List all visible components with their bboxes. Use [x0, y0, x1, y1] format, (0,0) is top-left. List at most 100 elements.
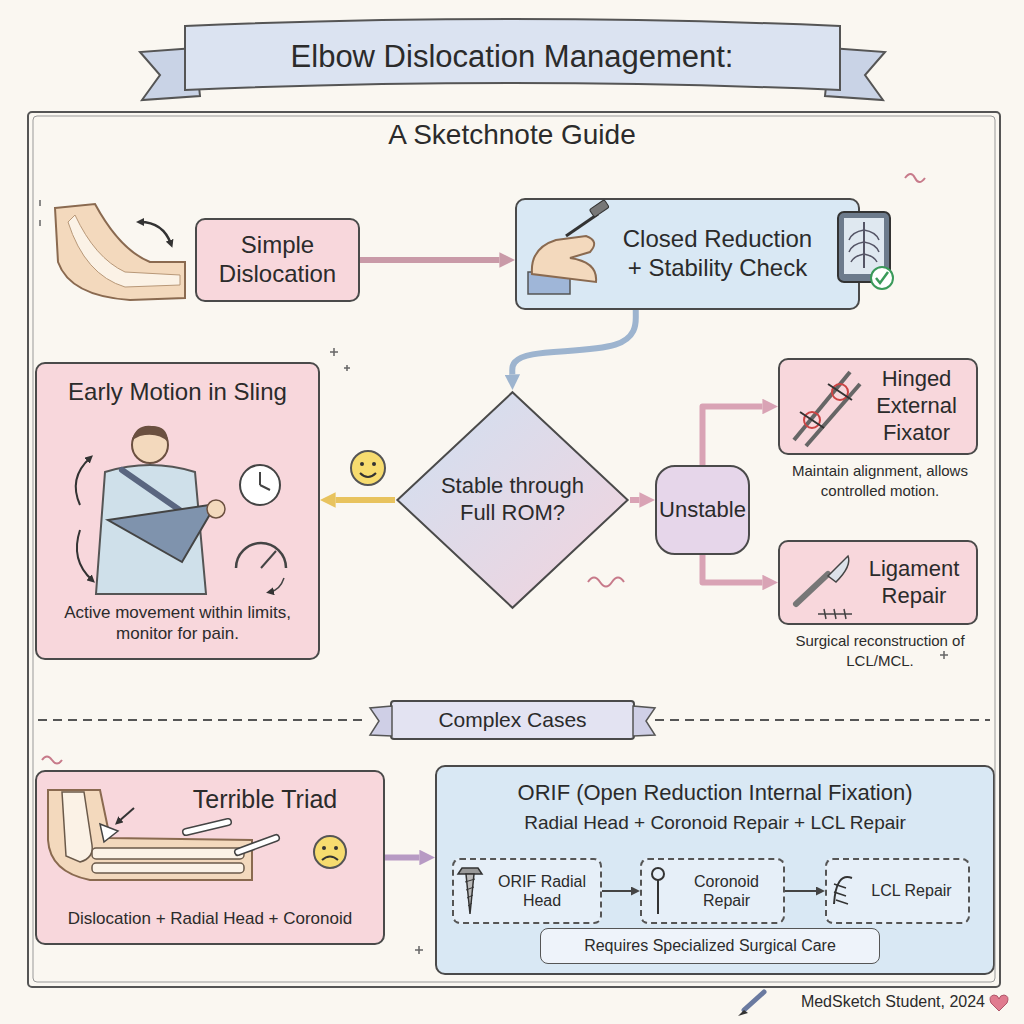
- external-fixator-icon-part: [794, 372, 850, 440]
- diagram-title: Elbow Dislocation Management:: [0, 38, 1024, 75]
- screw-icon-part: [466, 874, 474, 914]
- external-fixator-icon-part: [804, 412, 820, 428]
- smiley-face-part: [372, 462, 376, 466]
- scalpel-icon-part: [818, 609, 852, 619]
- xray-tablet-icon-part: [871, 267, 893, 289]
- pin-icon-part: [657, 880, 659, 914]
- sling-figure: [76, 426, 225, 594]
- triad-elbow-sketch: [48, 790, 252, 880]
- elbow-sketch-part: [140, 222, 171, 244]
- frame-part: [28, 112, 1000, 987]
- triad-elbow-sketch-part: [62, 792, 92, 862]
- scalpel-icon: [796, 556, 852, 619]
- elbow-sketch: [55, 204, 185, 300]
- clock-icon-part: [240, 465, 280, 505]
- screw-icon-part: [458, 868, 482, 874]
- sparkle-marks-part: [940, 651, 948, 659]
- step-box: ORIF Radial Head: [452, 858, 602, 924]
- triad-elbow-sketch-part: [92, 863, 244, 873]
- node-body: Active movement within limits, monitor f…: [51, 602, 304, 645]
- sling-figure-part: [132, 426, 168, 442]
- banner-tails-part: [633, 706, 655, 736]
- suture-icon-part: [834, 884, 848, 904]
- triad-elbow-sketch-part: [92, 848, 244, 859]
- triad-elbow-sketch-part: [118, 808, 134, 822]
- node-heading: Hinged External Fixator: [865, 366, 968, 446]
- xray-tablet-icon-part: [863, 222, 865, 268]
- treatment-box: Ligament RepairSurgical reconstruction o…: [778, 540, 978, 625]
- squiggle-marks: [42, 174, 925, 764]
- node-heading: Stable through Full ROM?: [440, 473, 585, 527]
- squiggle-marks-part: [905, 174, 925, 182]
- pin-icon: [652, 868, 664, 914]
- process-box: Early Motion in SlingActive movement wit…: [35, 362, 320, 660]
- bone-fragment-icons-part: [238, 838, 276, 852]
- suture-icon: [834, 877, 852, 904]
- gauge-icon: [236, 543, 286, 592]
- title-ribbon-part: [140, 48, 200, 100]
- banner-tails-part: [370, 706, 392, 736]
- flow-arrow: [336, 497, 395, 503]
- xray-tablet-icon-part: [849, 230, 879, 262]
- sling-figure-part: [207, 500, 225, 518]
- reduction-hands-icon-part: [566, 214, 598, 236]
- frame-part: [33, 116, 995, 982]
- xray-tablet-icon: [838, 212, 893, 289]
- node-heading: ORIF Radial Head: [490, 872, 594, 910]
- sad-face-part: [322, 857, 338, 861]
- node-heading: Requires Specialized Surgical Care: [584, 936, 836, 955]
- node-heading: Simple Dislocation: [205, 231, 350, 289]
- reduction-hands-icon: [528, 200, 609, 294]
- smiley-face-part: [360, 462, 364, 466]
- clock-icon: [240, 465, 280, 505]
- section-divider-part: [38, 719, 368, 721]
- external-fixator-icon: [794, 372, 860, 446]
- gauge-icon-part: [270, 578, 284, 592]
- bone-fragment-icons: [186, 822, 276, 852]
- note-pill: Requires Specialized Surgical Care: [540, 928, 880, 964]
- injury-box: Terrible TriadDislocation + Radial Head …: [35, 770, 385, 945]
- suture-icon-part: [834, 877, 852, 904]
- signature: MedSketch Student, 2024: [740, 992, 985, 1011]
- flow-arrow: [630, 497, 639, 503]
- screw-icon: [458, 868, 482, 914]
- pin-icon-part: [652, 868, 664, 880]
- xray-tablet-icon-part: [876, 272, 888, 283]
- node-heading: Ligament Repair: [860, 556, 968, 610]
- node-heading: LCL Repair: [871, 881, 951, 900]
- heart-icon-part: [990, 995, 1008, 1011]
- step-box: Coronoid Repair: [640, 858, 785, 924]
- pencil-icon: [738, 992, 764, 1016]
- scalpel-icon-part: [828, 556, 849, 582]
- banner-tails: [370, 706, 655, 736]
- node-heading: Unstable: [659, 497, 746, 524]
- sad-face-part: [334, 846, 338, 850]
- external-fixator-icon-part: [832, 384, 848, 400]
- node-body: Radial Head + Coronoid Repair + LCL Repa…: [451, 811, 979, 835]
- pencil-icon-part: [744, 992, 764, 1010]
- sling-figure-part: [76, 458, 90, 505]
- external-fixator-icon-part: [806, 384, 860, 446]
- xray-tablet-icon-part: [838, 212, 890, 282]
- pencil-icon-part: [738, 1010, 748, 1016]
- node-heading: Complex Cases: [438, 707, 586, 732]
- title-ribbon-part: [825, 48, 885, 100]
- node-body: Surgical reconstruction of LCL/MCL.: [765, 631, 995, 670]
- state-box: Unstable: [655, 465, 750, 555]
- node-heading: ORIF (Open Reduction Internal Fixation): [451, 779, 979, 807]
- xray-tablet-icon-part: [844, 218, 884, 274]
- bone-fragment-icons-part: [186, 822, 228, 832]
- sling-figure-part: [132, 427, 168, 463]
- section-divider: [38, 719, 990, 721]
- scalpel-icon-part: [796, 574, 828, 604]
- sling-figure-part: [108, 504, 216, 562]
- sad-face-part: [314, 836, 346, 868]
- node-heading: Early Motion in Sling: [51, 378, 304, 407]
- flow-arrow: [385, 855, 419, 861]
- sling-figure-part: [96, 465, 206, 594]
- triad-elbow-sketch-part: [48, 790, 252, 880]
- flow-arrow: [512, 310, 636, 374]
- diamond-shape: [397, 392, 627, 608]
- smiley-face: [351, 451, 385, 485]
